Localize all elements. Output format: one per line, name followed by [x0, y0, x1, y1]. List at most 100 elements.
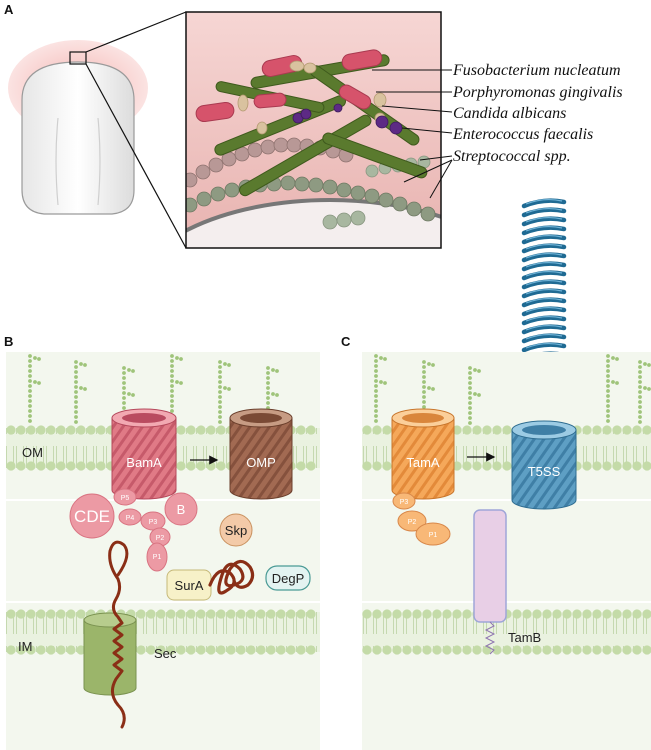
lps-sugar [266, 391, 270, 395]
lps-sugar [79, 386, 83, 390]
lipid-head [482, 461, 492, 471]
panel-b-letter: B [4, 334, 13, 349]
lipid-head [362, 425, 372, 435]
helix-highlight [525, 306, 563, 313]
lps-sugar [218, 410, 222, 414]
lipid-head [472, 645, 482, 655]
zoom-line-top [85, 11, 187, 53]
lps-sugar [468, 371, 472, 375]
lps-sugar [28, 374, 32, 378]
lps-sugar [74, 395, 78, 399]
lipid-head [296, 461, 306, 471]
lps-sugar [170, 384, 174, 388]
zoom-line-bottom [85, 63, 187, 249]
lps-sugar [638, 365, 642, 369]
biofilm-zoom [185, 11, 442, 249]
lipid-head [26, 645, 36, 655]
lipid-head [502, 645, 512, 655]
helix-highlight [525, 216, 563, 223]
lipid-head [502, 461, 512, 471]
sec-label: Sec [154, 646, 177, 661]
lps-sugar [422, 375, 426, 379]
lps-sugar [383, 381, 387, 385]
lps-sugar [266, 401, 270, 405]
cde-label: CDE [74, 507, 110, 526]
lps-sugar [122, 371, 126, 375]
lipid-head [622, 609, 632, 619]
lps-sugar [28, 369, 32, 373]
lps-sugar [422, 400, 426, 404]
lps-sugar [477, 369, 481, 373]
lipid-head [422, 645, 432, 655]
sec-translocon: Sec [83, 612, 177, 696]
lipid-head [602, 425, 612, 435]
bamb-label: B [177, 502, 186, 517]
lps-sugar [374, 394, 378, 398]
lipid-head [582, 425, 592, 435]
lipid-head [76, 609, 86, 619]
lps-sugar [227, 363, 231, 367]
lipid-head [392, 645, 402, 655]
lipid-head [442, 609, 452, 619]
lipid-head [482, 425, 492, 435]
lipid-head [156, 645, 166, 655]
lipid-head [622, 461, 632, 471]
inner-membrane-c [362, 609, 651, 655]
sura-chaperone: SurA [166, 569, 212, 601]
lps-sugar [638, 380, 642, 384]
lps-sugar [266, 376, 270, 380]
lipid-head [246, 609, 256, 619]
lipid-head [572, 609, 582, 619]
lps-sugar [170, 369, 174, 373]
lps-sugar [638, 410, 642, 414]
lipid-head [622, 425, 632, 435]
lipid-head [26, 425, 36, 435]
lps-sugar [422, 360, 426, 364]
lipid-head [532, 609, 542, 619]
lps-sugar [468, 411, 472, 415]
lipid-head [6, 425, 16, 435]
lipid-head [492, 461, 502, 471]
lipid-head [176, 645, 186, 655]
lps-sugar [638, 375, 642, 379]
nascent-polypeptide [108, 540, 129, 729]
lipid-head [186, 609, 196, 619]
lipid-head [362, 645, 372, 655]
lipid-head [256, 645, 266, 655]
lps-sugar [606, 359, 610, 363]
lps-sugar [606, 384, 610, 388]
lps-sugar [218, 370, 222, 374]
lipid-head [452, 645, 462, 655]
lipid-head [562, 609, 572, 619]
lipid-head [562, 645, 572, 655]
lps-sugar [170, 404, 174, 408]
lipid-head [492, 645, 502, 655]
helix-turn [521, 324, 567, 335]
lipid-head [642, 425, 651, 435]
lipid-head [206, 461, 216, 471]
helix-turn [521, 198, 567, 209]
lipid-head [266, 609, 276, 619]
lipid-head [146, 645, 156, 655]
lps-sugar [218, 415, 222, 419]
lps-sugar [170, 399, 174, 403]
helix-highlight [525, 342, 563, 349]
lipid-head [76, 461, 86, 471]
helix-turn [521, 315, 567, 326]
lipid-head [362, 461, 372, 471]
lipid-head [296, 609, 306, 619]
lipid-head [26, 609, 36, 619]
helix-highlight [525, 252, 563, 259]
lps-sugar [266, 371, 270, 375]
lipid-head [36, 609, 46, 619]
sura-label: SurA [175, 578, 204, 593]
lps-sugar [271, 368, 275, 372]
lipid-head [382, 645, 392, 655]
lipid-head [592, 461, 602, 471]
lipid-head [582, 609, 592, 619]
lipid-head [372, 461, 382, 471]
lps-sugar [218, 380, 222, 384]
helix-turn [521, 342, 567, 353]
lipid-head [196, 461, 206, 471]
lps-sugar [422, 405, 426, 409]
